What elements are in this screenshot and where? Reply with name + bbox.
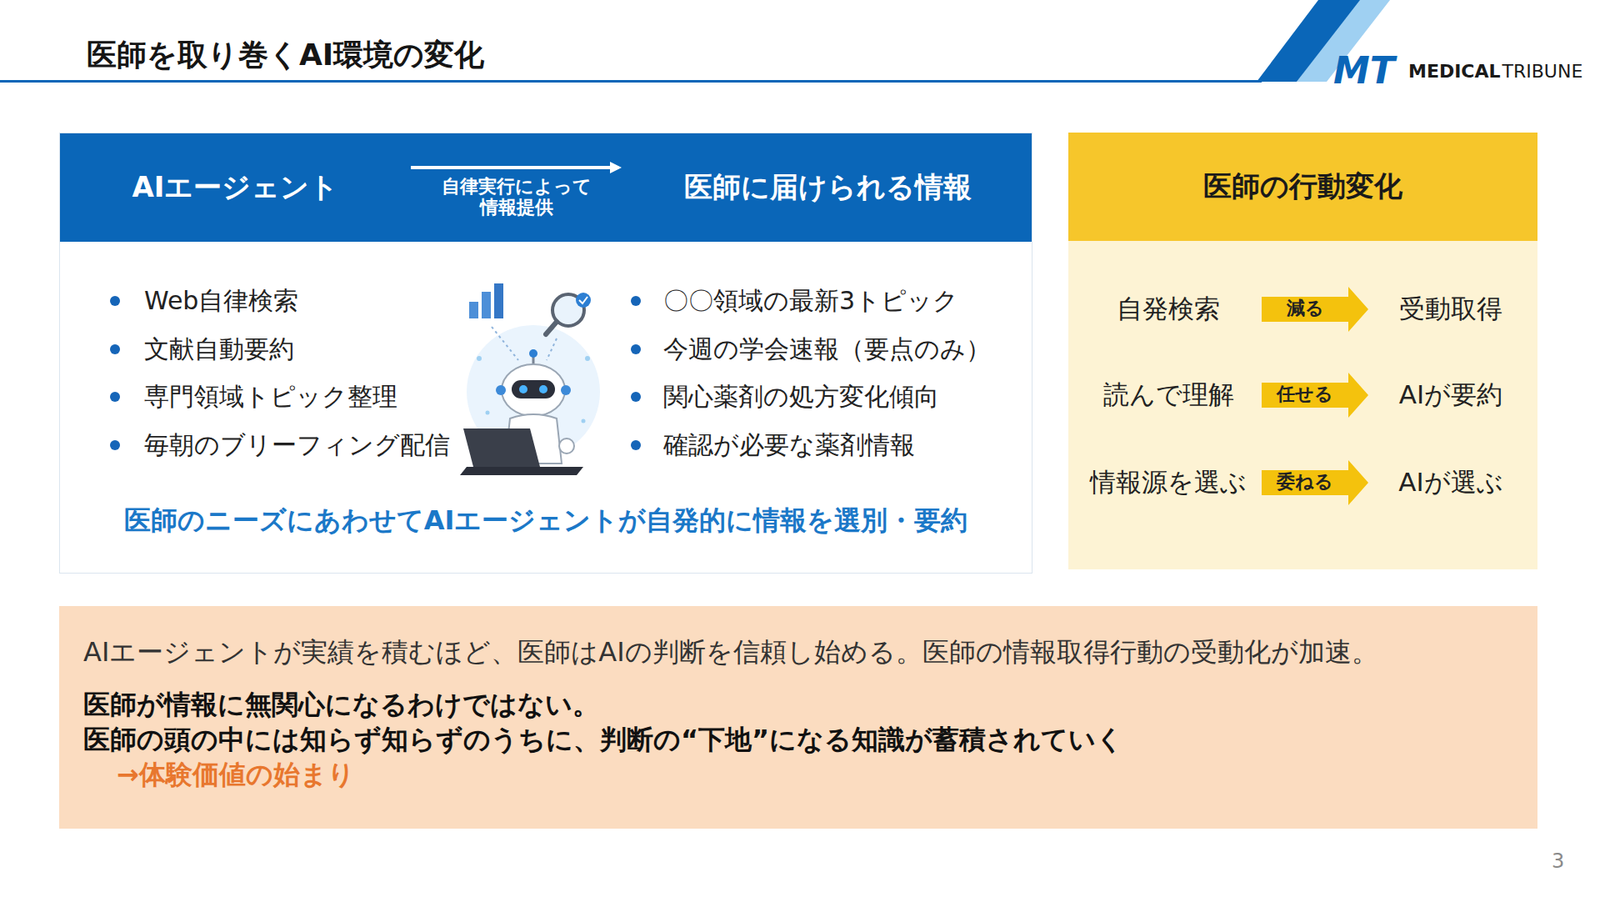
behavior-before: 自発検索 (1078, 288, 1259, 330)
header-rule (0, 80, 1262, 83)
behavior-panel: 医師の行動変化自発検索 受動取得読んで理解 AIが要約情報源を選ぶ AIが選ぶ (1068, 132, 1538, 570)
node-body-text: 医師が情報に無関心になるわけではない。 (83, 686, 1514, 722)
list-item: 毎朝のブリーフィング配信 (144, 428, 450, 461)
bullet-dot (110, 344, 120, 355)
node-text: AIエージェント (132, 168, 340, 207)
node-text: 医師に届けられる情報 (684, 168, 972, 207)
list-item: 今週の学会速報（要点のみ） (663, 332, 991, 365)
list-item: 〇〇領域の最新3トピック (663, 284, 959, 317)
edge-label: 自律実行によって 情報提供 (437, 175, 596, 219)
behavior-after: AIが要約 (1371, 374, 1530, 416)
slide-title: 医師を取り巻くAI環境の変化 (86, 35, 485, 76)
node-body-text: →体験価値の始まり (83, 756, 1514, 792)
behavior-after: AIが選ぶ (1371, 461, 1530, 504)
bullet-dot (630, 344, 641, 355)
header-cell: AIエージェント (60, 133, 411, 242)
list-item: 文献自動要約 (144, 332, 295, 365)
node-text: AIが選ぶ (1398, 465, 1503, 500)
edge-label: 減る (1285, 297, 1326, 319)
bullet-dot (630, 295, 641, 306)
node-text: 医師のニーズにあわせてAIエージェントが自発的に情報を選別・要約 (124, 502, 969, 540)
list-item: 確認が必要な薬剤情報 (663, 428, 915, 461)
bullet-dot (110, 440, 120, 450)
node-text: 情報源を選ぶ (1090, 465, 1247, 500)
list-item: 関心薬剤の処方変化傾向 (663, 380, 940, 413)
page-number: 3 (1551, 848, 1565, 875)
bullet-dot (630, 440, 641, 450)
node-text: 読んで理解 (1103, 377, 1235, 413)
summary-box: AIエージェントが実績を積むほど、医師はAIの判断を信頼し始める。医師の情報取得… (59, 605, 1538, 829)
behavior-before: 読んで理解 (1078, 374, 1259, 416)
node-text: 受動取得 (1399, 291, 1503, 327)
behavior-after: 受動取得 (1371, 288, 1530, 330)
logo-mark: MT (1333, 46, 1395, 95)
bullet-dot (110, 295, 120, 306)
edge-label: 任せる (1275, 383, 1335, 405)
logo-text: MEDICAL (1408, 60, 1501, 85)
node-text: AIエージェントが実績を積むほど、医師はAIの判断を信頼し始める。医師の情報取得… (83, 634, 1514, 670)
node-text: 自発検索 (1116, 291, 1220, 327)
behavior-before: 情報源を選ぶ (1078, 461, 1259, 504)
list-item: Web自律検索 (144, 284, 299, 317)
header-cell: 医師に届けられる情報 (621, 133, 1034, 242)
bullet-dot (630, 391, 641, 402)
logo-text: TRIBUNE (1502, 60, 1584, 85)
edge-label: 委ねる (1275, 470, 1335, 492)
bullet-dot (110, 391, 120, 402)
node-body-text: 医師の頭の中には知らず知らずのうちに、判断の“下地”になる知識が蓄積されていく (83, 721, 1514, 757)
header-rule-part (0, 80, 1262, 83)
node-text: 医師の行動変化 (1068, 132, 1538, 241)
node-text: AIが要約 (1399, 377, 1503, 413)
list-item: 専門領域トピック整理 (144, 380, 398, 413)
